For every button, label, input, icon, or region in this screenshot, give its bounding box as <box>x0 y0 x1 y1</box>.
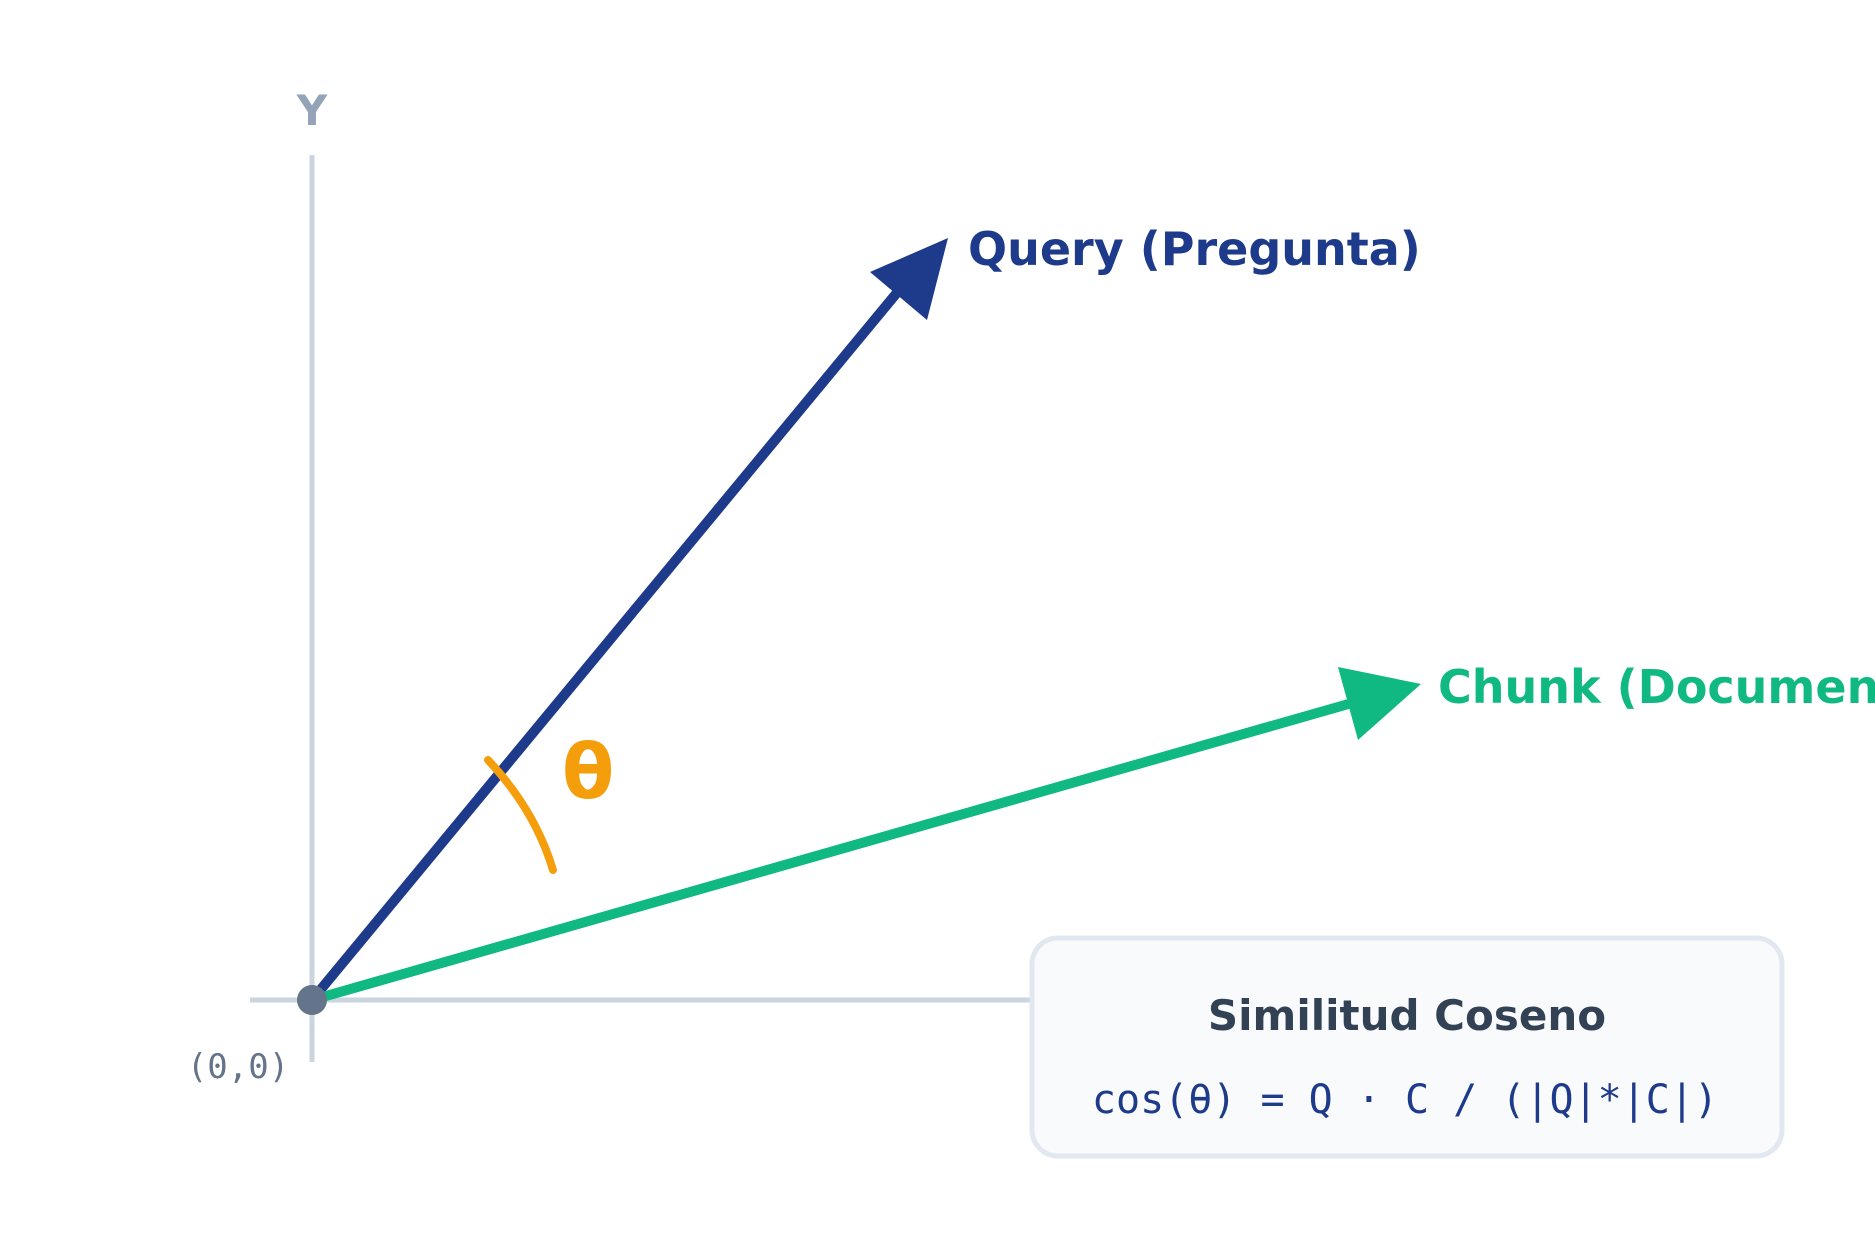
angle-symbol: θ <box>562 727 614 816</box>
angle-arc <box>484 756 557 874</box>
chunk-vector-label: Chunk (Documento) <box>1438 660 1875 714</box>
y-axis-label: Y <box>296 86 328 135</box>
query-vector-line <box>307 278 910 1005</box>
chunk-vector-arrowhead <box>1338 667 1421 740</box>
query-vector-arrowhead <box>870 238 948 320</box>
origin-label: (0,0) <box>187 1047 289 1087</box>
formula-box: Similitud Coseno cos(θ) = Q · C / (|Q|*|… <box>1029 935 1785 1159</box>
formula-box-title: Similitud Coseno <box>1208 991 1606 1040</box>
origin-point <box>297 985 327 1015</box>
formula-text: cos(θ) = Q · C / (|Q|*|C|) <box>1092 1077 1718 1123</box>
query-vector-label: Query (Pregunta) <box>968 222 1421 276</box>
chunk-vector-line <box>307 698 1357 1005</box>
formula-box-background <box>1029 935 1785 1159</box>
